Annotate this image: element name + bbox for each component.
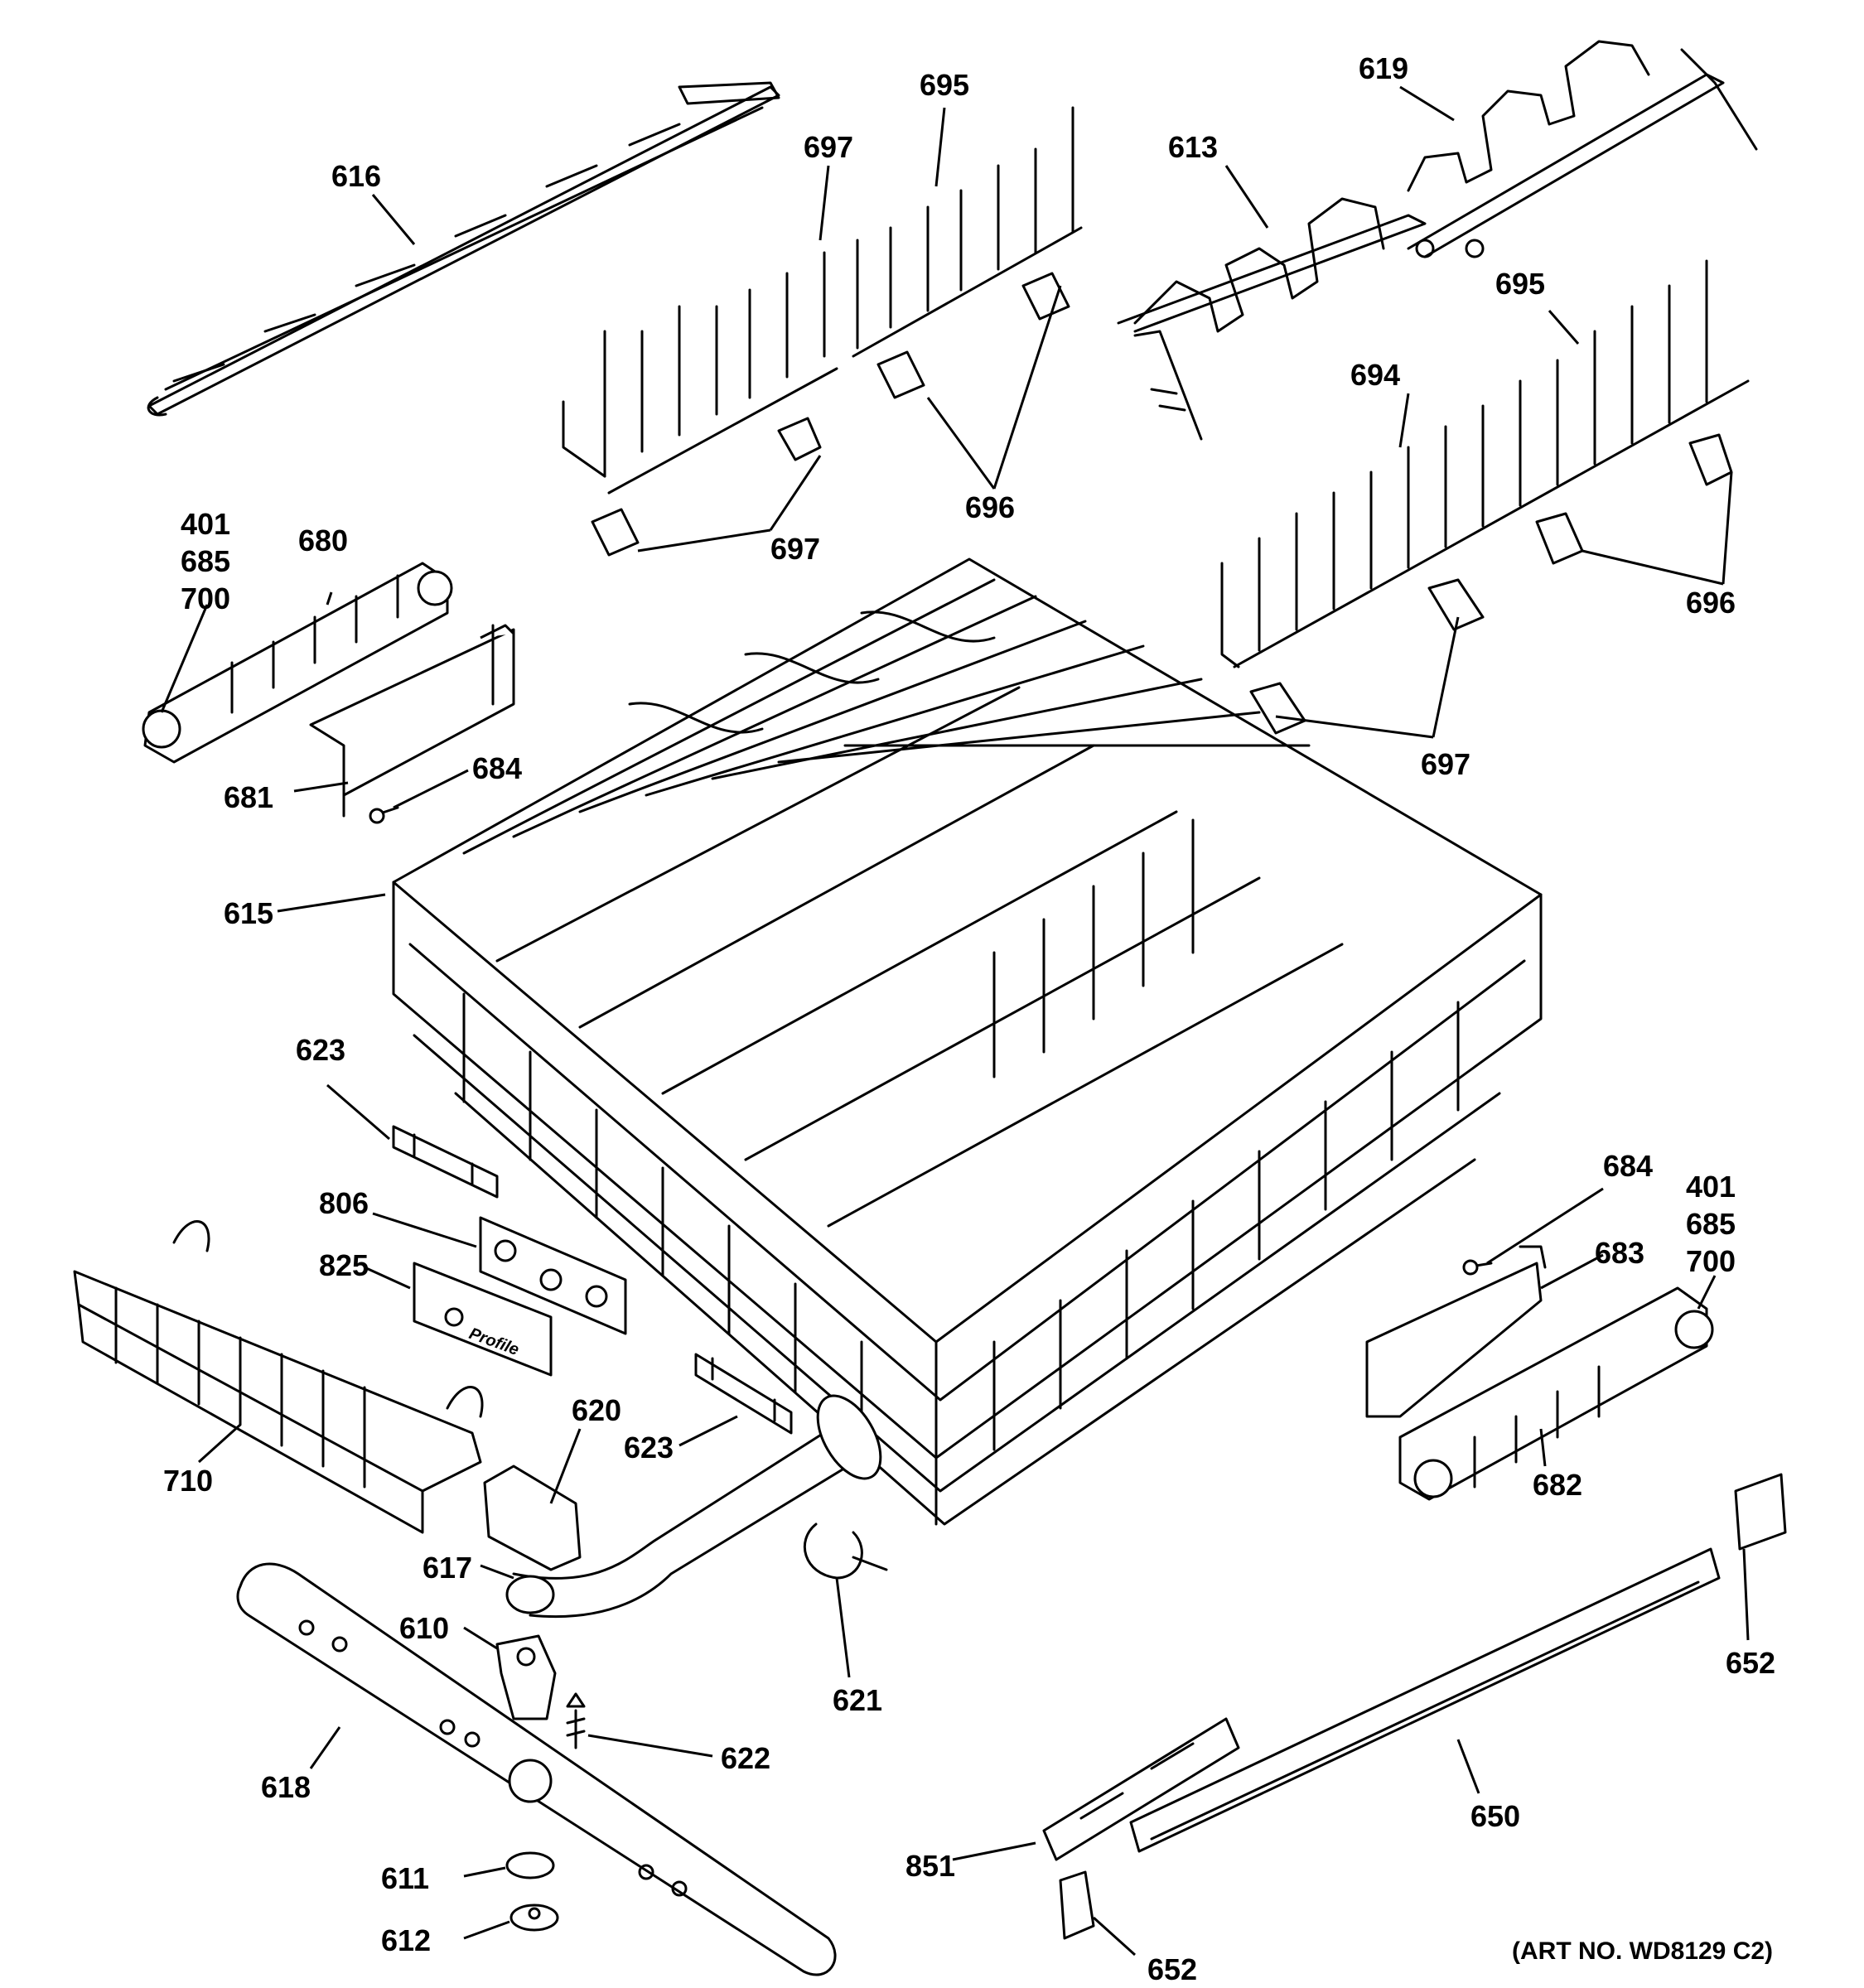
label-401-left: 401 — [181, 507, 230, 541]
part-618-spray-arm — [236, 1562, 837, 1976]
label-615: 615 — [224, 896, 273, 930]
part-619-tine-rack — [1407, 40, 1758, 258]
part-684-screw-right — [1462, 1259, 1493, 1276]
label-683: 683 — [1595, 1236, 1644, 1270]
part-694-tine-row — [1220, 259, 1750, 735]
label-680: 680 — [298, 524, 348, 557]
part-622-screw — [566, 1692, 586, 1749]
part-612-cap — [509, 1904, 559, 1932]
label-697-right: 697 — [1421, 747, 1470, 781]
art-number: (ART NO. WD8129 C2) — [1512, 1937, 1773, 1965]
label-618: 618 — [261, 1770, 311, 1804]
label-617: 617 — [423, 1551, 472, 1585]
part-610-bearing — [495, 1634, 557, 1720]
label-697-top: 697 — [804, 130, 853, 164]
part-851-slide — [1042, 1717, 1240, 1861]
label-616: 616 — [331, 159, 381, 193]
part-615-upper-rack — [392, 557, 1543, 1526]
label-623-lower: 623 — [624, 1431, 674, 1464]
callout-labels: 616 695 697 619 613 695 694 401 685 700 … — [163, 51, 1775, 1986]
label-685-left: 685 — [181, 544, 230, 578]
part-617-manifold — [505, 1394, 882, 1618]
label-682: 682 — [1533, 1468, 1582, 1502]
part-623-clip-lower — [694, 1353, 793, 1435]
label-700-left: 700 — [181, 581, 230, 615]
part-680-adjuster — [142, 562, 453, 764]
part-650-rail — [1129, 1547, 1721, 1853]
label-621: 621 — [833, 1683, 882, 1717]
label-697-center: 697 — [770, 532, 820, 566]
label-710: 710 — [163, 1464, 213, 1498]
part-620-cap — [483, 1464, 582, 1571]
label-620: 620 — [572, 1393, 621, 1427]
label-401-right: 401 — [1686, 1170, 1736, 1204]
leader-lines — [160, 85, 1750, 1957]
label-695-top: 695 — [920, 68, 969, 102]
label-623-upper: 623 — [296, 1033, 345, 1067]
part-613-tine-rack — [1117, 197, 1427, 441]
part-652-end-cap-lower — [1059, 1870, 1095, 1940]
label-696-center: 696 — [965, 490, 1015, 524]
label-851: 851 — [905, 1849, 955, 1883]
part-710-utensil-basket — [73, 1220, 484, 1534]
part-616-cup-shelf — [147, 81, 780, 417]
label-613: 613 — [1168, 130, 1218, 164]
label-650: 650 — [1470, 1799, 1520, 1833]
label-612: 612 — [381, 1923, 431, 1957]
part-652-end-cap-upper — [1734, 1473, 1787, 1551]
label-619: 619 — [1359, 51, 1408, 85]
part-623-clip-upper — [392, 1125, 499, 1199]
label-684-left: 684 — [472, 751, 522, 785]
part-611-washer — [505, 1851, 555, 1879]
part-682-adjuster — [1398, 1286, 1714, 1501]
label-806: 806 — [319, 1186, 369, 1220]
part-621-clamp — [803, 1522, 888, 1580]
part-695-tine-row-right — [852, 106, 1083, 399]
part-697-tine-row-left — [562, 251, 838, 557]
label-696-right: 696 — [1686, 586, 1736, 620]
label-694: 694 — [1350, 358, 1400, 392]
part-683-bracket — [1365, 1245, 1547, 1418]
label-611: 611 — [381, 1861, 429, 1895]
label-610: 610 — [399, 1611, 449, 1645]
label-695-right: 695 — [1495, 267, 1545, 301]
label-652-lower: 652 — [1147, 1952, 1197, 1986]
label-622: 622 — [721, 1741, 770, 1775]
label-700-right: 700 — [1686, 1244, 1736, 1278]
label-825: 825 — [319, 1248, 369, 1282]
label-684-right: 684 — [1603, 1149, 1653, 1183]
part-684-screw-left — [369, 806, 399, 824]
label-681: 681 — [224, 780, 273, 814]
part-681-bracket — [309, 624, 515, 818]
label-685-right: 685 — [1686, 1207, 1736, 1241]
label-652-upper: 652 — [1726, 1646, 1775, 1680]
part-806-bracket — [479, 1216, 627, 1335]
